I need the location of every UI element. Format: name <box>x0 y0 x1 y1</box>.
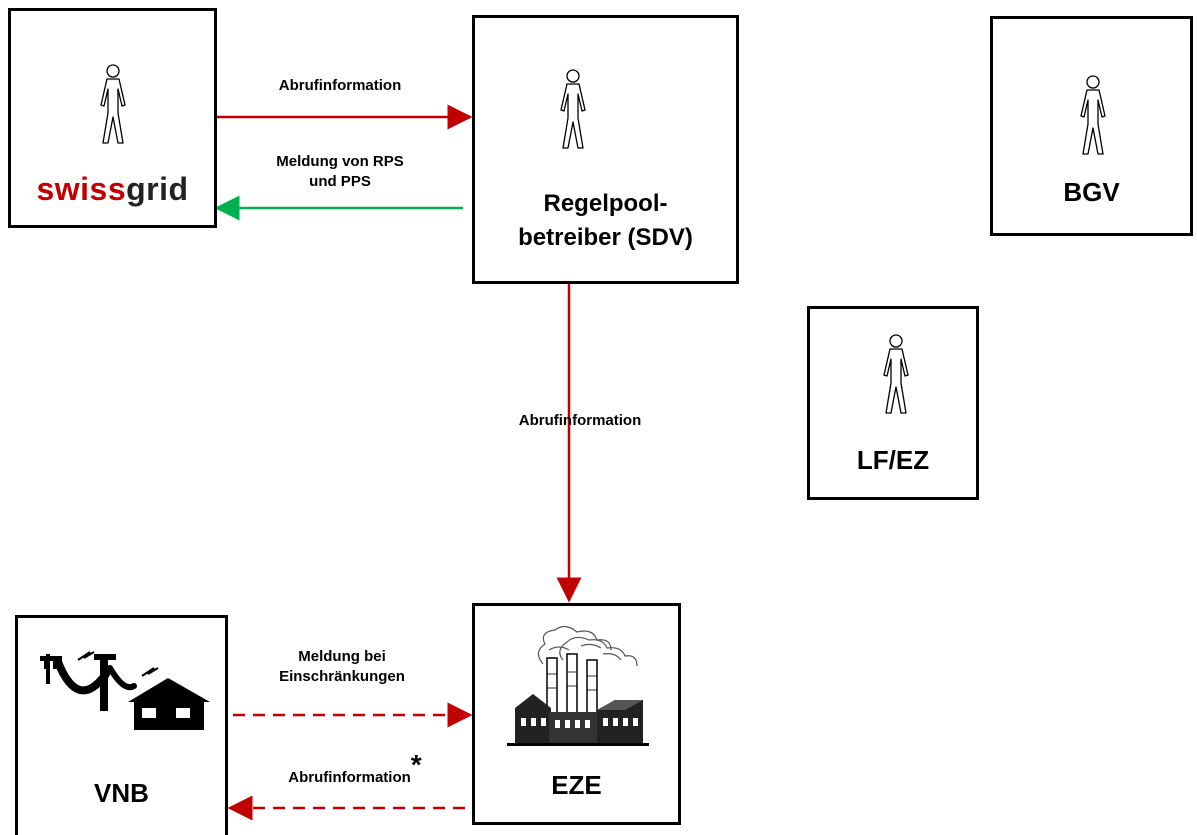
regelpool-label-line1: Regelpool- <box>543 190 668 217</box>
edge-label-vnb-to-eze: Meldung bei Einschränkungen <box>242 647 442 687</box>
person-icon <box>1080 75 1106 155</box>
edge-label-regelpool-to-eze: Abrufinformation <box>518 412 642 429</box>
lfez-label: LF/EZ <box>856 445 930 475</box>
logo-swiss-text: swiss <box>36 171 127 207</box>
factory-icon <box>507 625 649 746</box>
edge-label-swissgrid-to-regelpool: Abrufinformation <box>278 77 402 94</box>
swissgrid-logo: swissgrid <box>11 171 214 208</box>
bgv-label: BGV <box>1063 177 1120 207</box>
edge-label-line1: Meldung von RPS <box>276 153 404 170</box>
swissgrid-node[interactable]: swissgrid <box>8 8 217 228</box>
logo-grid-text: grid <box>126 171 189 207</box>
edge-label-line1: Meldung bei <box>298 648 386 665</box>
edge-label-text: Abrufinformation <box>288 769 411 786</box>
edge-label-line2: Einschränkungen <box>279 668 405 685</box>
power-grid-icon <box>40 651 210 730</box>
person-icon <box>883 334 909 414</box>
person-icon <box>560 69 586 149</box>
edge-label-eze-to-vnb: Abrufinformation* <box>255 751 455 788</box>
edge-label-regelpool-to-swissgrid: Meldung von RPS und PPS <box>240 152 440 192</box>
person-icon <box>100 64 126 144</box>
bgv-node[interactable]: BGV <box>990 16 1193 236</box>
edge-label-line2: und PPS <box>309 173 371 190</box>
eze-label: EZE <box>551 770 602 800</box>
vnb-label: VNB <box>94 778 149 808</box>
regelpool-label-line2: betreiber (SDV) <box>518 224 693 251</box>
asterisk-marker: * <box>410 749 422 780</box>
regelpool-node[interactable]: Regelpool- betreiber (SDV) <box>472 15 739 284</box>
vnb-node[interactable]: VNB <box>15 615 228 835</box>
eze-node[interactable]: EZE <box>472 603 681 825</box>
lfez-node[interactable]: LF/EZ <box>807 306 979 500</box>
